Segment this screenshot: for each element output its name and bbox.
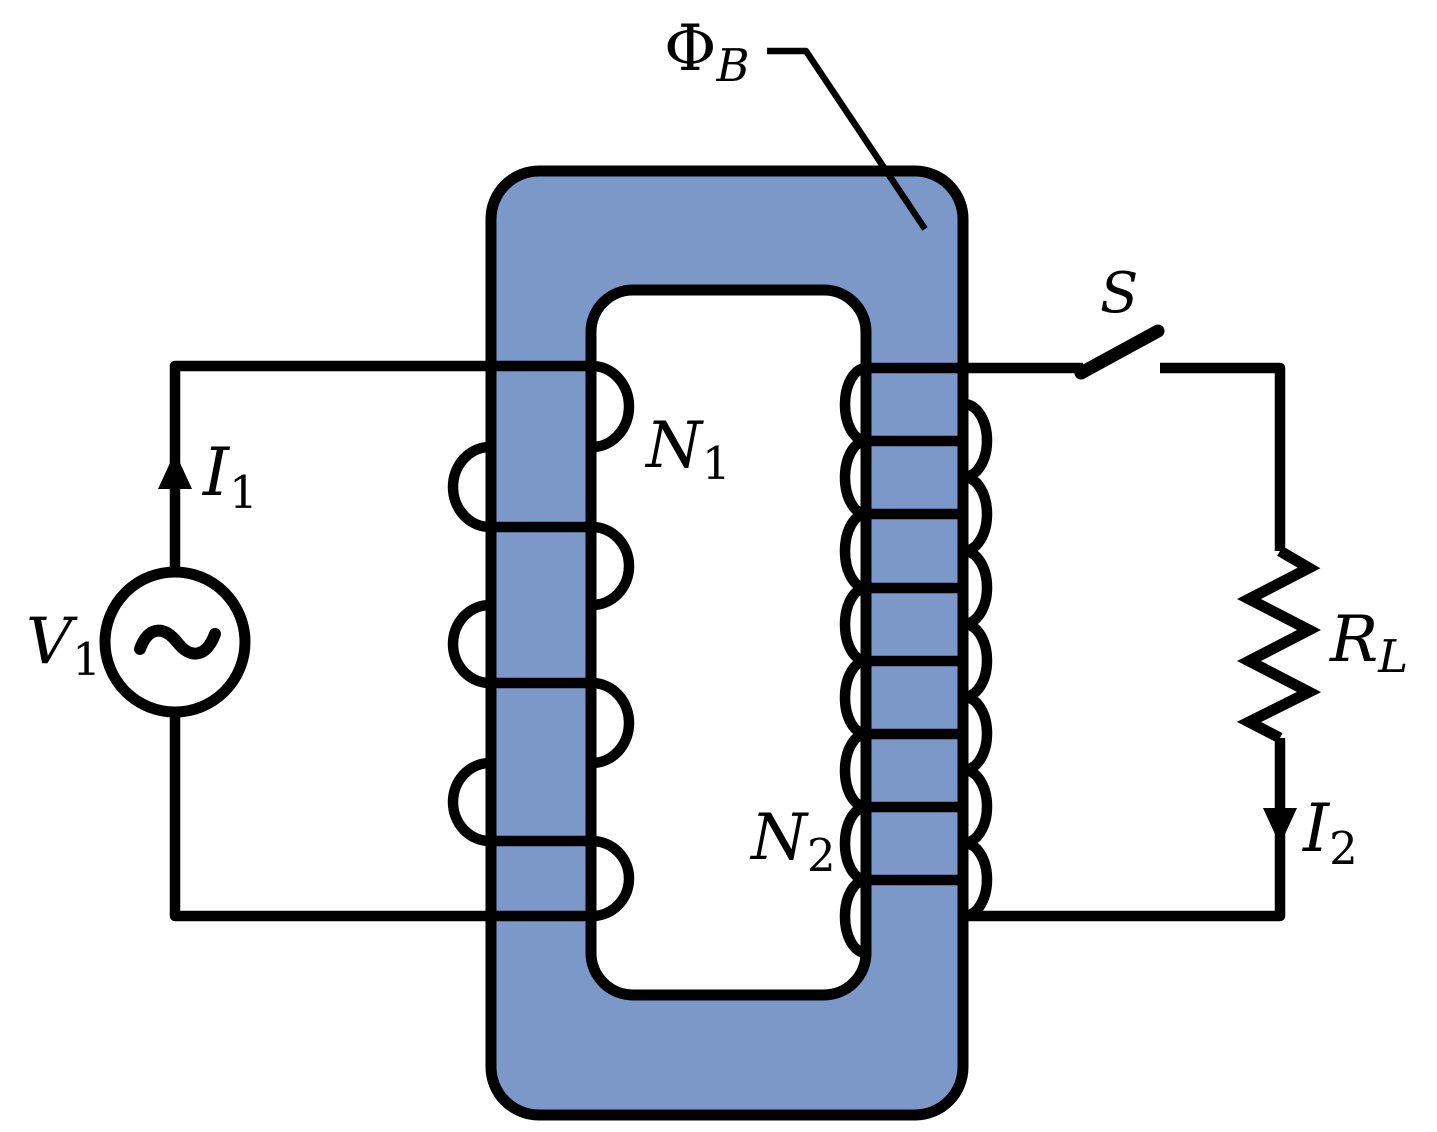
label-switch: S bbox=[1100, 261, 1138, 326]
label-secondary-turns: N2 bbox=[749, 801, 836, 882]
flux-leader-line bbox=[767, 47, 928, 231]
label-source-voltage: V1 bbox=[26, 605, 101, 686]
secondary-winding bbox=[839, 362, 1083, 959]
ac-voltage-source bbox=[99, 566, 251, 718]
primary-current-arrow bbox=[158, 452, 192, 489]
label-flux: ΦB bbox=[664, 12, 750, 92]
switch-fixed-wire bbox=[1160, 362, 1286, 551]
label-primary-current: I1 bbox=[202, 434, 258, 519]
transformer-core bbox=[485, 165, 969, 1121]
label-secondary-current: I2 bbox=[1302, 790, 1358, 875]
sine-wave-icon bbox=[134, 624, 221, 660]
load-resistor bbox=[1236, 546, 1322, 743]
switch bbox=[1074, 324, 1286, 551]
label-primary-turns: N1 bbox=[644, 409, 731, 490]
primary-winding bbox=[169, 360, 635, 922]
secondary-current-arrow bbox=[1263, 808, 1297, 845]
label-load-resistor: RL bbox=[1329, 603, 1408, 683]
switch-blade bbox=[1074, 324, 1165, 380]
load-return-wire bbox=[964, 738, 1286, 922]
